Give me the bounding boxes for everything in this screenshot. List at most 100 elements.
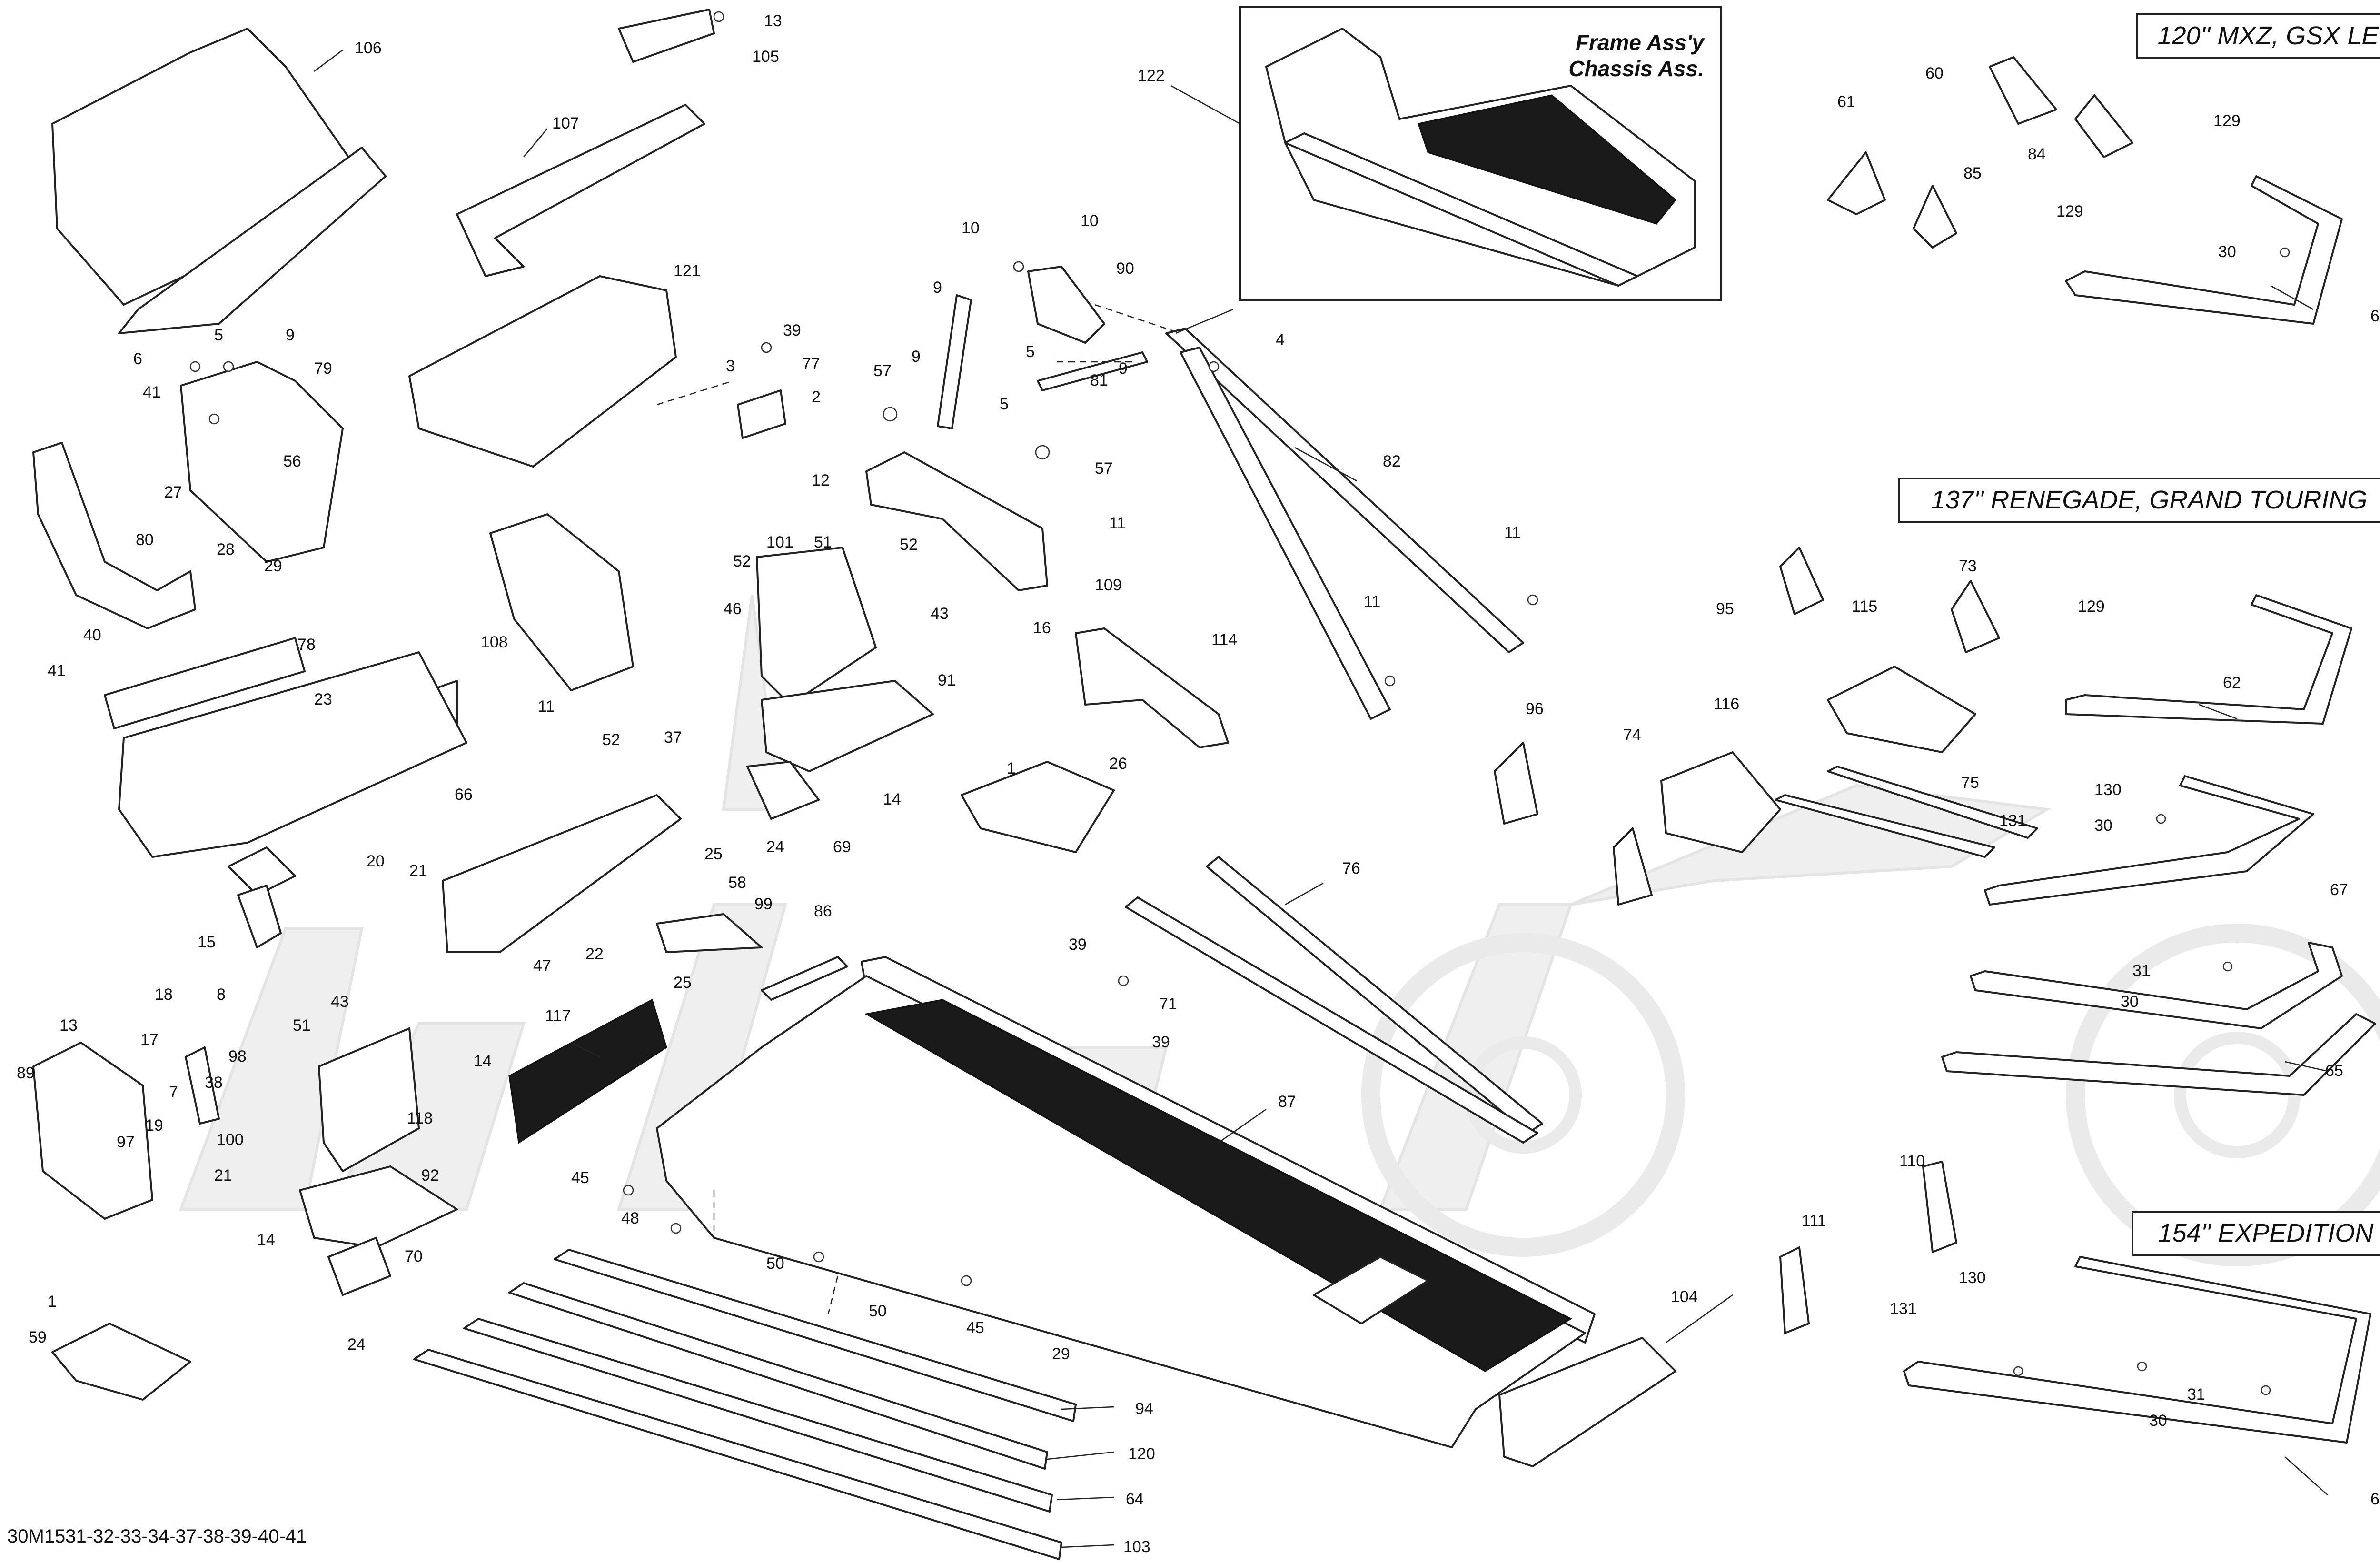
callout-76: 76: [1342, 859, 1360, 877]
callout-26: 26: [1109, 755, 1127, 773]
callout-117: 117: [545, 1007, 571, 1025]
callout-3: 3: [726, 357, 735, 375]
callout-58: 58: [728, 874, 746, 892]
callout-6: 6: [133, 350, 142, 368]
callout-30: 30: [2149, 1412, 2167, 1430]
callout-22: 22: [585, 945, 604, 963]
callout-13: 13: [764, 12, 782, 30]
callout-68: 68: [2370, 1490, 2380, 1508]
assembly-lines: [656, 304, 1181, 1314]
mxz-parts: [1827, 56, 2343, 325]
callout-70: 70: [405, 1247, 423, 1265]
callout-79: 79: [314, 359, 332, 378]
callout-92: 92: [421, 1166, 439, 1185]
callout-77: 77: [802, 355, 820, 373]
callout-60: 60: [1925, 64, 1944, 82]
callout-61: 61: [1837, 93, 1855, 111]
callout-106: 106: [355, 39, 382, 57]
callout-120: 120: [1128, 1445, 1155, 1463]
callout-131: 131: [1999, 812, 2026, 830]
callout-7: 7: [169, 1083, 178, 1101]
callout-114: 114: [1211, 631, 1237, 649]
callout-37: 37: [664, 728, 682, 747]
variant-box-renegade-label: 137'' RENEGADE, GRAND TOURING: [1931, 486, 2368, 514]
variant-box-mxz-label: 120'' MXZ, GSX LE: [2158, 21, 2380, 50]
center-arm-parts: [746, 266, 1524, 853]
callout-118: 118: [407, 1109, 433, 1127]
callout-5: 5: [214, 326, 223, 344]
callout-11: 11: [1504, 524, 1521, 542]
callout-74: 74: [1623, 726, 1641, 744]
callout-107: 107: [552, 114, 579, 132]
renegade-parts: [1494, 547, 2376, 1096]
callout-64: 64: [1126, 1490, 1144, 1508]
callout-52: 52: [602, 731, 620, 749]
callout-11: 11: [1109, 514, 1126, 532]
callout-labels: 106 13 105 107 121 5 9 79 6 41 56 27 28 …: [17, 12, 2380, 1556]
callout-65: 65: [2325, 1062, 2343, 1080]
callout-121: 121: [674, 262, 701, 280]
callout-130: 130: [2094, 781, 2122, 799]
callout-87: 87: [1278, 1093, 1296, 1111]
callout-31: 31: [2132, 962, 2151, 980]
callout-8: 8: [217, 986, 226, 1004]
callout-129: 129: [2078, 597, 2105, 616]
variant-box-renegade: 137'' RENEGADE, GRAND TOURING: [1898, 478, 2380, 523]
heat-exchanger: [508, 998, 667, 1144]
callout-4: 4: [1276, 331, 1285, 349]
callout-51: 51: [814, 533, 832, 551]
callout-23: 23: [314, 690, 332, 708]
callout-20: 20: [367, 852, 385, 870]
callout-27: 27: [164, 483, 182, 501]
callout-57: 57: [873, 362, 892, 380]
inset-frame-assembly: Frame Ass'y Chassis Ass.: [1239, 6, 1722, 301]
callout-103: 103: [1123, 1538, 1150, 1556]
callout-78: 78: [298, 636, 316, 654]
lower-left-parts: [32, 1027, 458, 1401]
callout-40: 40: [83, 626, 101, 644]
callout-59: 59: [29, 1328, 47, 1346]
slide-rails: [413, 856, 1543, 1560]
callout-56: 56: [283, 452, 301, 470]
callout-97: 97: [117, 1133, 135, 1151]
callout-14: 14: [474, 1052, 492, 1070]
callout-24: 24: [347, 1335, 366, 1354]
callout-98: 98: [228, 1047, 247, 1065]
callout-30: 30: [2121, 993, 2139, 1011]
callout-62: 62: [2223, 674, 2241, 692]
callout-129: 129: [2056, 202, 2083, 220]
callout-71: 71: [1159, 995, 1177, 1013]
callout-41: 41: [143, 383, 161, 401]
callout-48: 48: [621, 1209, 639, 1227]
callout-115: 115: [1852, 597, 1877, 616]
callout-86: 86: [814, 902, 832, 920]
callout-116: 116: [1714, 695, 1739, 713]
callout-30: 30: [2094, 816, 2112, 835]
callout-105: 105: [752, 48, 779, 66]
callout-52: 52: [900, 536, 918, 554]
callout-9: 9: [933, 279, 942, 297]
callout-82: 82: [1383, 452, 1401, 470]
callout-101: 101: [766, 533, 793, 551]
callout-131: 131: [1890, 1300, 1917, 1318]
front-structure-parts: [32, 28, 467, 896]
callout-11: 11: [1364, 593, 1380, 611]
callout-25: 25: [674, 974, 692, 992]
callout-17: 17: [140, 1031, 159, 1049]
callout-129: 129: [2213, 112, 2241, 130]
callout-50: 50: [869, 1302, 887, 1320]
callout-84: 84: [2028, 145, 2046, 163]
callout-108: 108: [481, 633, 508, 651]
callout-39: 39: [1152, 1033, 1170, 1051]
callout-89: 89: [17, 1064, 35, 1082]
callout-30: 30: [2218, 243, 2236, 261]
callout-9: 9: [1119, 359, 1128, 378]
callout-39: 39: [783, 321, 801, 339]
callout-14: 14: [257, 1231, 275, 1249]
callout-43: 43: [331, 993, 349, 1011]
inset-title-line1: Frame Ass'y: [1576, 30, 1705, 55]
callout-1: 1: [1007, 759, 1016, 777]
callout-11: 11: [538, 697, 555, 716]
variant-box-mxz: 120'' MXZ, GSX LE: [2136, 13, 2380, 59]
